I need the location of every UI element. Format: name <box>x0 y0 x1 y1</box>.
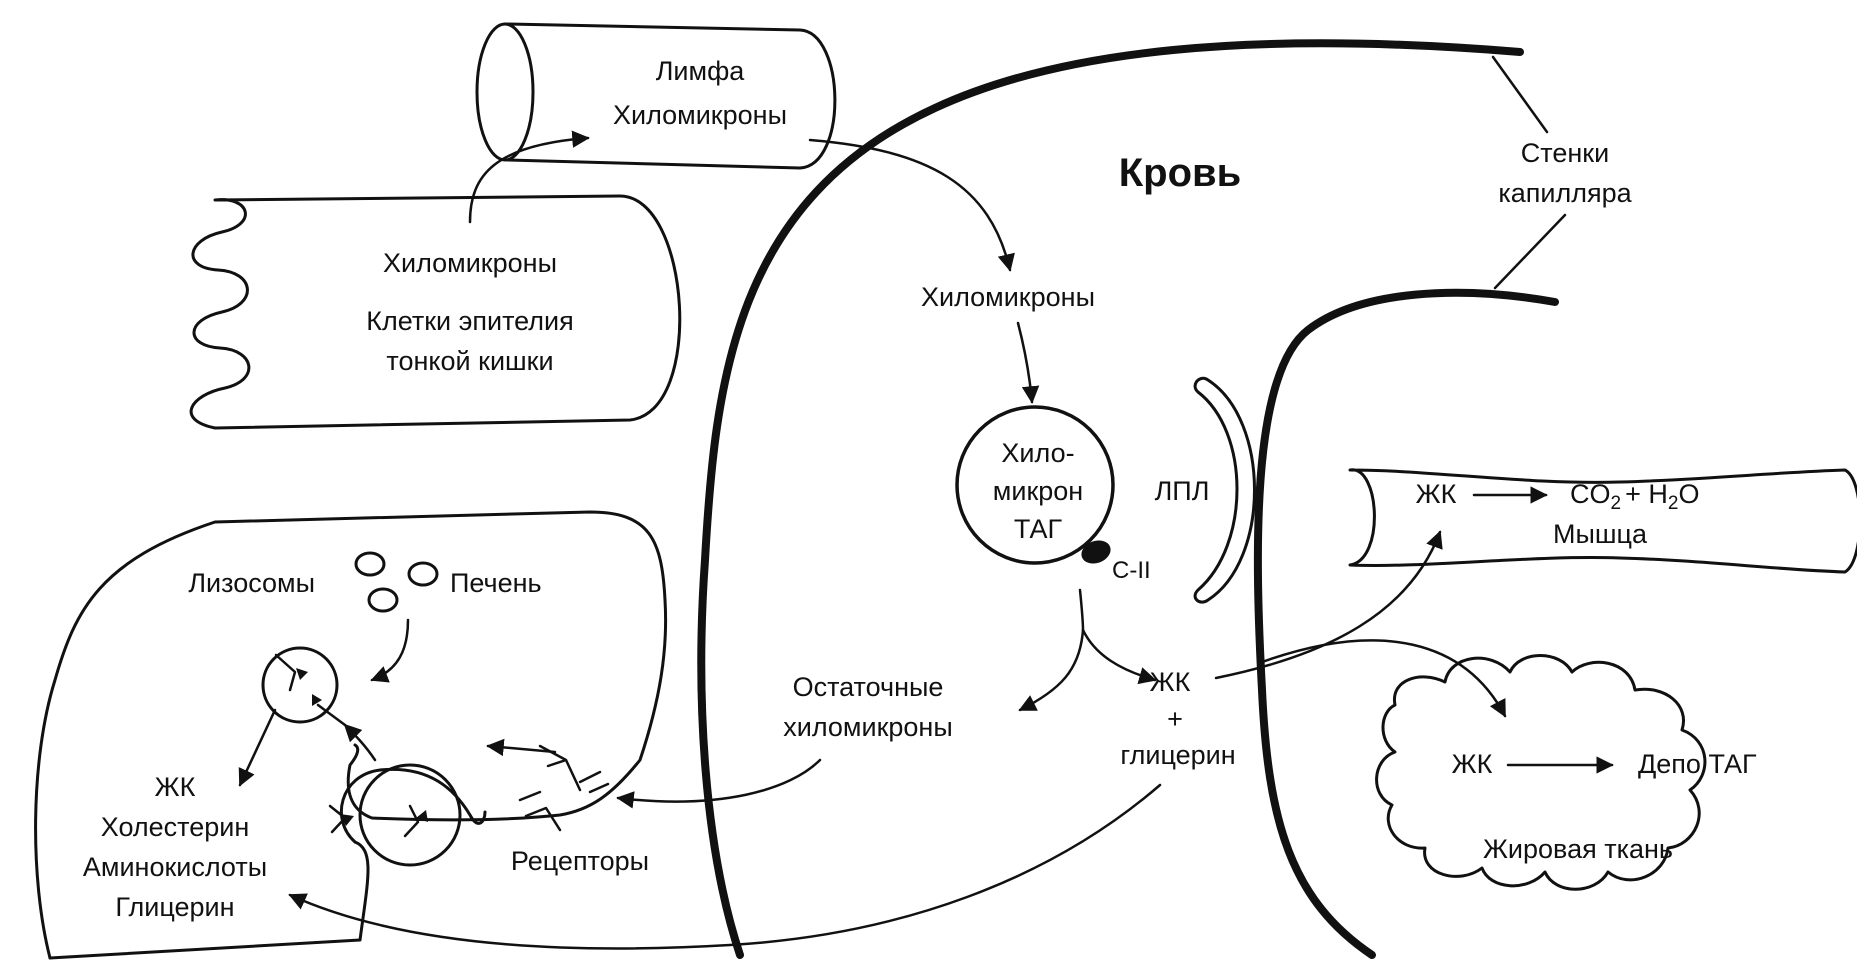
blood-title: Кровь <box>1119 151 1241 195</box>
liver-products: ЖК Холестерин Аминокислоты Глицерин <box>83 772 267 922</box>
remnant-label-line1: Остаточные <box>793 672 944 702</box>
muscle-plus-h: + H <box>1625 479 1668 509</box>
lymph-chylomicrons-label: Хиломикроны <box>613 100 787 130</box>
product-ffa: ЖК <box>155 772 196 802</box>
lysosomes-label: Лизосомы <box>188 568 315 598</box>
plus-label: + <box>1167 704 1183 734</box>
lymph-label: Лимфа <box>656 56 746 86</box>
muscle-label: Мышца <box>1553 519 1648 549</box>
epithelium-label-line2: тонкой кишки <box>386 346 553 376</box>
arrow-to-remnants <box>1020 630 1083 710</box>
arrow-glycerol-to-liver <box>290 785 1160 948</box>
muscle-h2o-subscript: 2 <box>1668 493 1679 514</box>
apo-c2-dot <box>1078 537 1114 568</box>
capillary-pointer-bottom <box>1495 215 1565 288</box>
liver-label: Печень <box>450 568 542 598</box>
receptors-label: Рецепторы <box>511 846 649 876</box>
capillary-pointer-top <box>1493 57 1547 132</box>
lysosomes <box>356 553 437 611</box>
adipose-depot-label: Депо ТАГ <box>1638 749 1757 779</box>
product-amino-acids: Аминокислоты <box>83 852 267 882</box>
intestinal-epithelium-cell: Хиломикроны Клетки эпителия тонкой кишки <box>191 196 680 428</box>
muscle-products: CO2+ H2O <box>1570 479 1699 514</box>
lpl-label: ЛПЛ <box>1155 476 1210 506</box>
arrow-lymph-to-blood <box>810 140 1010 270</box>
chylomicron-label-line1: Хило- <box>1001 438 1074 468</box>
apo-c2-label: C-II <box>1112 557 1151 584</box>
muscle-ffa-label: ЖК <box>1416 479 1457 509</box>
capillary-wall-label-line2: капилляра <box>1498 178 1632 208</box>
arrow-remnants-to-receptors <box>618 760 820 802</box>
muscle-h2o-o: O <box>1678 479 1699 509</box>
arrow-ffa-to-adipose <box>1262 640 1505 716</box>
branch-stem <box>1080 590 1083 630</box>
arrow-vesicle-to-phagolysosome <box>345 725 375 760</box>
chylomicron-particle: Хило- микрон ТАГ <box>957 407 1114 567</box>
ffa-label: ЖК <box>1150 667 1191 697</box>
muscle-co2: CO <box>1570 479 1611 509</box>
product-cholesterol: Холестерин <box>101 812 250 842</box>
product-glycerol: Глицерин <box>115 892 234 922</box>
arrow-chylomicrons-to-particle <box>1018 323 1032 402</box>
arrow-phagolysosome-to-products <box>240 710 275 785</box>
arrow-lysosomes-to-phagolysosome <box>372 620 408 680</box>
adipose-ffa-label: ЖК <box>1452 749 1493 779</box>
remnant-label-line2: хиломикроны <box>783 712 952 742</box>
capillary-wall-label-line1: Стенки <box>1521 138 1609 168</box>
epithelium-chylomicrons-label: Хиломикроны <box>383 248 557 278</box>
arrow-cell-to-lymph <box>470 138 588 222</box>
glycerol-label: глицерин <box>1120 740 1235 770</box>
muscle-co2-subscript: 2 <box>1611 493 1622 514</box>
chylomicron-label-line3: ТАГ <box>1014 514 1063 544</box>
arrow-to-ffa <box>1083 630 1155 680</box>
epithelium-label-line1: Клетки эпителия <box>366 306 573 336</box>
blood-chylomicrons-label: Хиломикроны <box>921 282 1095 312</box>
adipose-tissue: ЖК Депо ТАГ Жировая ткань <box>1377 656 1757 890</box>
chylomicron-label-line2: микрон <box>993 476 1083 506</box>
arrow-ffa-to-muscle <box>1216 532 1440 678</box>
adipose-label: Жировая ткань <box>1483 834 1673 864</box>
receptors <box>330 746 608 836</box>
muscle-cell: ЖК CO2+ H2O Мышца <box>1350 470 1857 572</box>
phagolysosome <box>263 648 345 725</box>
